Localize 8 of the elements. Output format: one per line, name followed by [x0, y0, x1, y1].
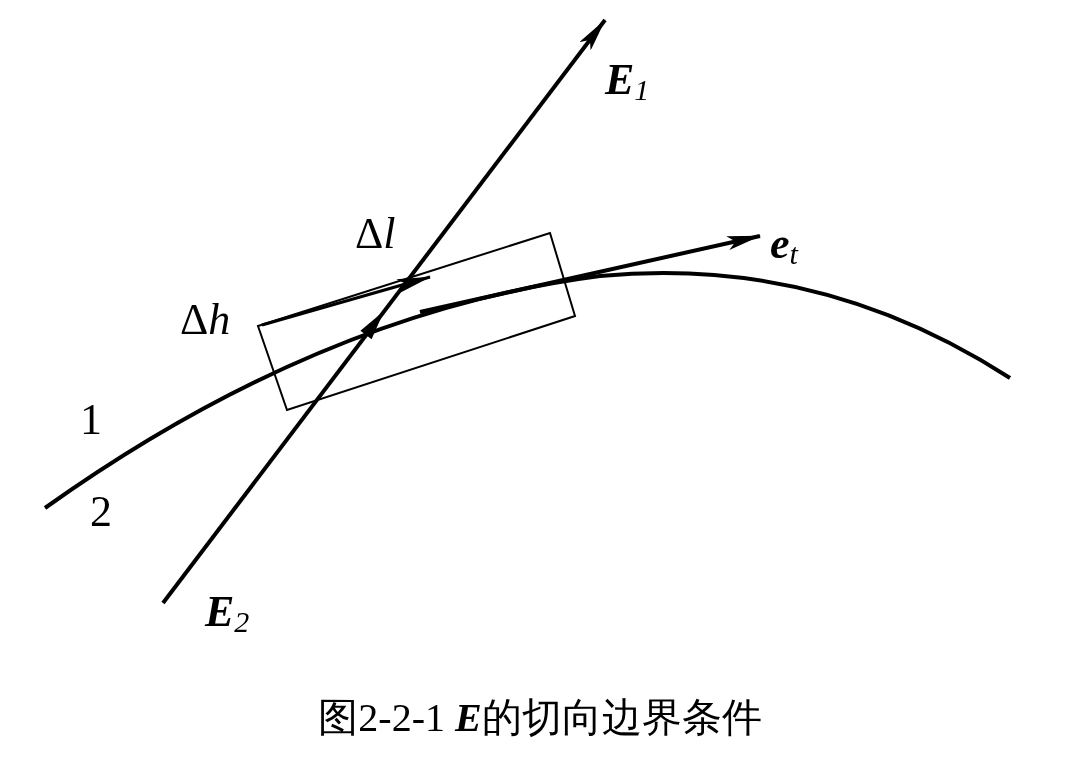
caption: 图2-2-1 E的切向边界条件 — [318, 695, 762, 740]
vector-label: E$_{1}$ — [605, 58, 650, 105]
region-label: 1 — [80, 398, 102, 442]
height-label: Δh — [180, 298, 231, 342]
vector-label: E$_{2}$ — [205, 590, 250, 637]
vector-label: e$_{t}$ — [770, 222, 798, 269]
region-label: 2 — [90, 490, 112, 534]
length-label: Δl — [355, 212, 396, 256]
